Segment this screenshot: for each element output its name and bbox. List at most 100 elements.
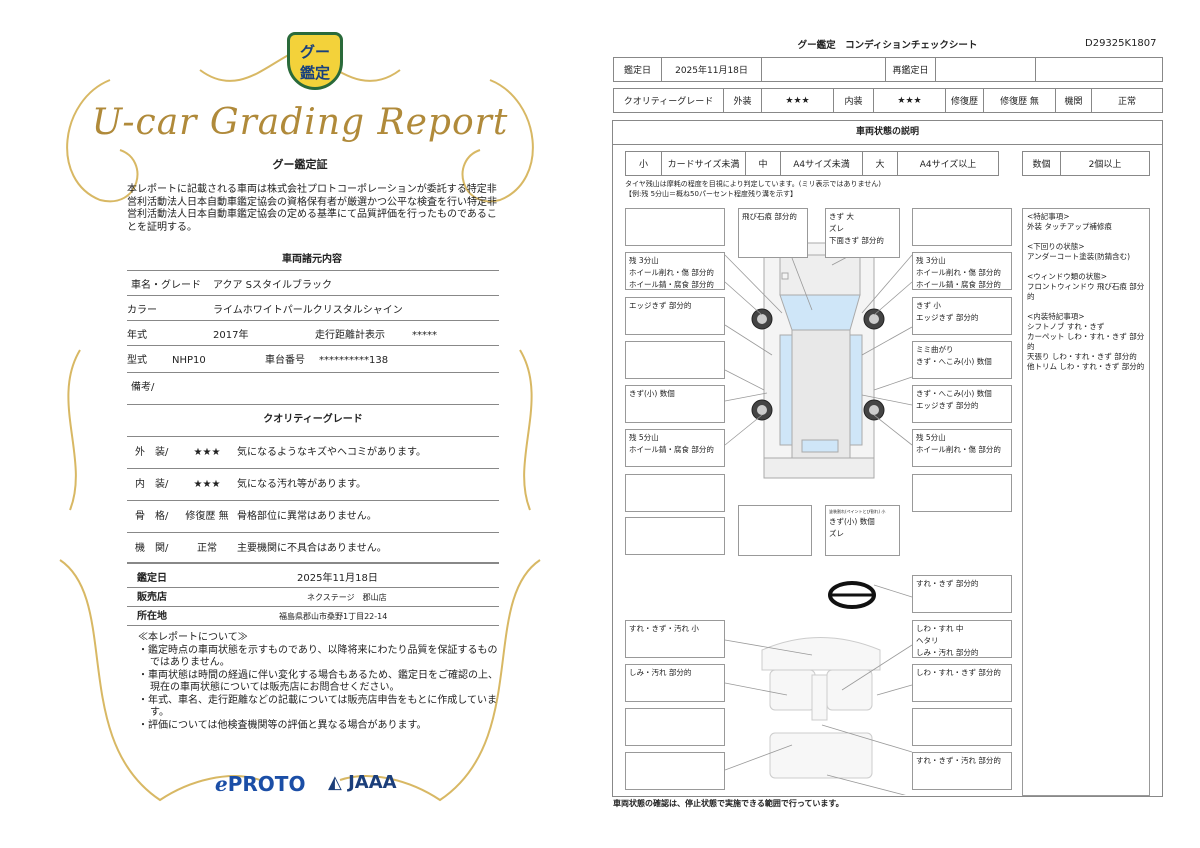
condition-box-i_l3	[625, 708, 725, 746]
label: 型式	[127, 355, 147, 366]
spec-row-color: カラーライムホワイトパールクリスタルシャイン	[127, 295, 499, 325]
box-text: きず 大 ズレ 下面きず 部分的	[829, 212, 884, 245]
repair-value: 修復歴 無	[983, 88, 1056, 113]
size-desc: カードサイズ未満	[661, 151, 746, 176]
condition-box-i_r5: すれ・きず・汚れ 部分的	[912, 752, 1012, 790]
note-item: ・年式、車名、走行距離などの記載については販売店申告をもとに作成しています。	[138, 694, 497, 719]
note-block: <特記事項>外装 タッチアップ補修痕	[1027, 212, 1145, 232]
box-text: すれ・きず・汚れ 部分的	[916, 756, 1001, 765]
grade-label: 骨 格/	[135, 511, 169, 522]
condition-box-l4	[625, 341, 725, 379]
grading-report-certificate: グー鑑定 U-car Grading Report グー鑑定証 本レポートに記載…	[59, 32, 541, 802]
report-notes: ≪本レポートについて≫ ・鑑定時点の車両状態を示すものであり、以降将来にわたり品…	[138, 632, 498, 732]
date-row: 鑑定日 2025年11月18日	[127, 562, 499, 592]
note-item: ・鑑定時点の車両状態を示すものであり、以降将来にわたり品質を保証するものではあり…	[138, 644, 498, 669]
size-label: 中	[745, 151, 781, 176]
spec-title: 車両諸元内容	[282, 254, 342, 265]
note-text: フロントウィンドウ 飛び石痕 部分的	[1027, 282, 1145, 301]
grade-label: 外 装/	[135, 447, 169, 458]
quality-table: クオリティーグレード 外装 ★★★ 内装 ★★★ 修復歴 修復歴 無 機関 正常	[613, 88, 1163, 113]
grade-value: 正常	[197, 543, 217, 554]
box-text: しわ・すれ・きず 部分的	[916, 668, 1001, 677]
grade-title: クオリティーグレード	[127, 404, 499, 434]
goo-kantei-logo: グー鑑定	[287, 32, 343, 90]
box-text: しみ・汚れ 部分的	[629, 668, 692, 677]
box-small-text: 塗装割れ(ペイントとび割れ) 小	[829, 509, 886, 514]
condition-box-r2: 残 3分山 ホイール削れ・傷 部分的 ホイール錆・腐食 部分的	[912, 252, 1012, 290]
size-legend: 小 カードサイズ未満 中 A4サイズ未満 大 A4サイズ以上	[625, 151, 999, 176]
certificate-intro: 本レポートに記載される車両は株式会社プロトコーポレーションが委託する特定非営利活…	[127, 184, 497, 233]
condition-box-l2: 残 3分山 ホイール削れ・傷 部分的 ホイール錆・腐食 部分的	[625, 252, 725, 290]
report-title: U-car Grading Report	[91, 102, 509, 143]
date-label: 鑑定日	[613, 57, 662, 82]
label: 備考/	[131, 382, 155, 393]
condition-box-c4: 塗装割れ(ペイントとび割れ) 小きず(小) 数個 ズレ	[825, 505, 900, 556]
certificate-title: グー鑑定証	[272, 158, 328, 171]
grade-value: ★★★	[193, 447, 221, 458]
grade-row: 外 装/★★★気になるようなキズやヘコミがあります。	[127, 436, 499, 468]
condition-box-c3	[738, 505, 812, 556]
note-text: アンダーコート塗装(防錆含む)	[1027, 252, 1131, 261]
value: ネクステージ 郡山店	[307, 593, 387, 602]
engine-label: 機関	[1055, 88, 1092, 113]
redate-label: 再鑑定日	[885, 57, 936, 82]
int-label: 内装	[833, 88, 874, 113]
document-id: D29325K1807	[1085, 38, 1157, 49]
vehicle-diagram	[724, 242, 913, 795]
condition-box-l3: エッジきず 部分的	[625, 297, 725, 335]
box-text: しわ・すれ 中 ヘタリ しみ・汚れ 部分的	[916, 624, 979, 657]
count-legend: 数個 2個以上	[1022, 151, 1150, 176]
box-text: ミミ曲がり きず・へこみ(小) 数個	[916, 345, 992, 366]
ext-label: 外装	[723, 88, 762, 113]
note-block: <ウィンドウ類の状態>フロントウィンドウ 飛び石痕 部分的	[1027, 272, 1145, 302]
box-text: きず(小) 数個 ズレ	[829, 517, 875, 538]
condition-box-i_r2: しわ・すれ 中 ヘタリ しみ・汚れ 部分的	[912, 620, 1012, 658]
value: NHP10	[172, 355, 206, 366]
condition-box-r7	[912, 474, 1012, 512]
condition-box-c1: 飛び石痕 部分的	[738, 208, 808, 258]
note-heading: <特記事項>	[1027, 212, 1070, 221]
grade-label: 内 装/	[135, 479, 169, 490]
label: 所在地	[137, 611, 167, 622]
note-item: ・評価については他検査機関等の評価と異なる場合があります。	[138, 719, 427, 731]
condition-box-l7	[625, 474, 725, 512]
sheet-title: グー鑑定 コンディションチェックシート	[797, 40, 978, 51]
size-label: 小	[625, 151, 662, 176]
tire-note: タイヤ残山は摩耗の程度を目視により判定しています。(ミリ表示ではありません) 【…	[625, 179, 881, 199]
label: 年式	[127, 330, 147, 341]
label: 販売店	[137, 592, 167, 603]
note-block: <下回りの状態>アンダーコート塗装(防錆含む)	[1027, 242, 1145, 262]
condition-box-l1	[625, 208, 725, 246]
grade-desc: 骨格部位に異常はありません。	[237, 511, 377, 522]
condition-section	[612, 120, 1163, 797]
label: 鑑定日	[137, 573, 167, 584]
value: 2017年	[213, 330, 249, 341]
condition-box-i_l1: すれ・きず・汚れ 小	[625, 620, 725, 658]
label: 走行距離計表示	[315, 330, 385, 341]
condition-box-r6: 残 5分山 ホイール削れ・傷 部分的	[912, 429, 1012, 467]
size-desc: A4サイズ以上	[897, 151, 999, 176]
tire-note-line: 【例:残 5分山＝概ね50パーセント程度残り溝を示す】	[625, 190, 797, 198]
engine-value: 正常	[1091, 88, 1163, 113]
note-text: シフトノブ すれ・きず カーペット しわ・すれ・きず 部分的 天張り しわ・すれ…	[1027, 322, 1145, 371]
note-text: 外装 タッチアップ補修痕	[1027, 222, 1112, 231]
note-heading: <下回りの状態>	[1027, 242, 1085, 251]
ext-value: ★★★	[761, 88, 834, 113]
label: カラー	[127, 305, 157, 316]
grade-value: ★★★	[193, 479, 221, 490]
count-value: 2個以上	[1060, 151, 1150, 176]
box-text: 残 3分山 ホイール削れ・傷 部分的 ホイール錆・腐食 部分的	[916, 256, 1001, 289]
label: 車名・グレード	[131, 280, 201, 291]
grade-row: 内 装/★★★気になる汚れ等があります。	[127, 468, 499, 500]
size-label: 大	[862, 151, 898, 176]
spec-row-name: 車名・グレードアクア Sスタイルブラック	[127, 270, 499, 300]
interior-diagram	[761, 637, 881, 779]
note-block: <内装特記事項>シフトノブ すれ・きず カーペット しわ・すれ・きず 部分的 天…	[1027, 312, 1145, 372]
special-notes: <特記事項>外装 タッチアップ補修痕 <下回りの状態>アンダーコート塗装(防錆含む…	[1022, 208, 1150, 796]
value: 2025年11月18日	[297, 573, 378, 584]
size-desc: A4サイズ未満	[780, 151, 863, 176]
box-text: きず・へこみ(小) 数個 エッジきず 部分的	[916, 389, 992, 410]
box-text: エッジきず 部分的	[629, 301, 692, 310]
box-text: すれ・きず 部分的	[916, 579, 979, 588]
